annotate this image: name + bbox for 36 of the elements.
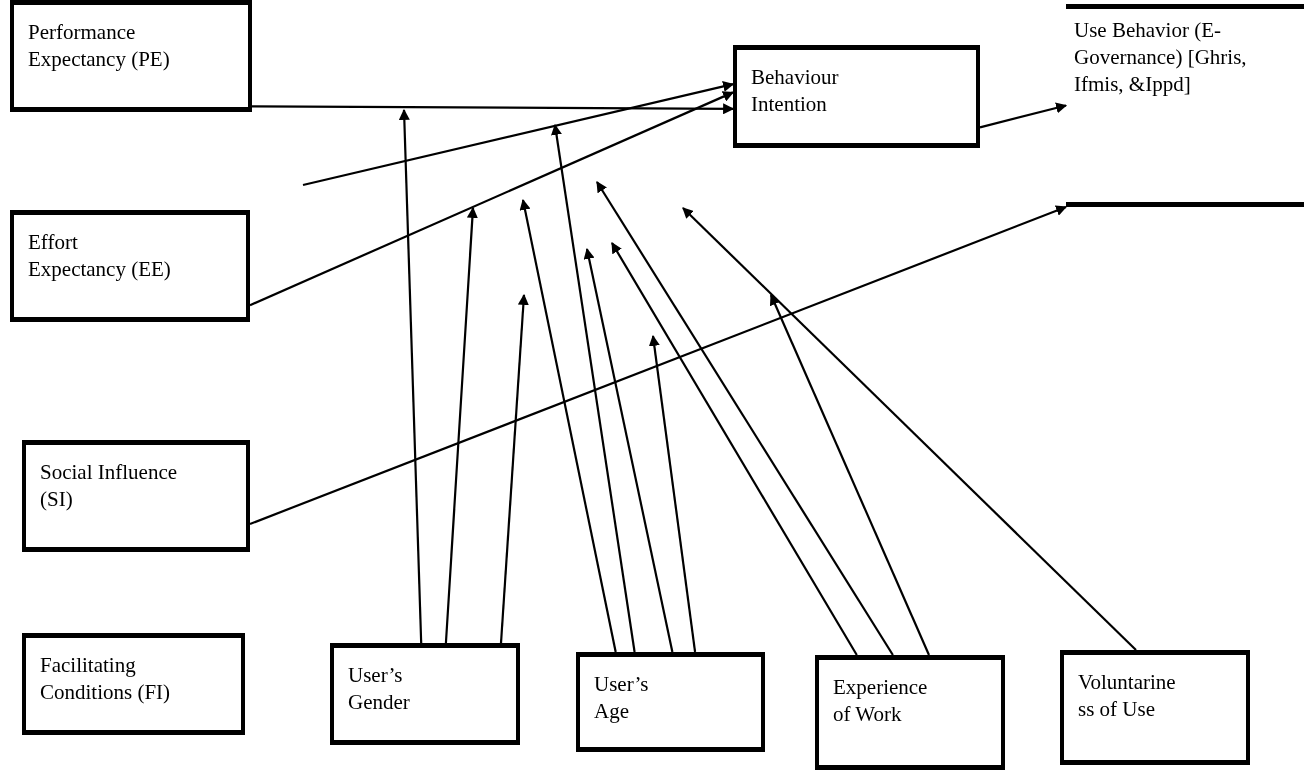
- arrow: [979, 102, 1068, 129]
- construct-label: Behaviour Intention: [751, 64, 840, 118]
- construct-label: Effort Expectancy (EE): [28, 229, 172, 283]
- construct-label: User’s Gender: [348, 662, 411, 716]
- construct-box: [22, 440, 250, 552]
- arrow: [583, 247, 674, 653]
- construct-label: Social Influence (SI): [40, 459, 179, 513]
- arrow: [444, 206, 478, 644]
- construct-label: Facilitating Conditions (FI): [40, 652, 172, 706]
- arrow: [302, 81, 735, 187]
- construct-box: [10, 0, 252, 112]
- construct-box: [330, 643, 520, 745]
- construct-box: [1066, 4, 1304, 207]
- arrow: [252, 103, 735, 115]
- construct-label: Voluntarine ss of Use: [1078, 669, 1177, 723]
- construct-label: Performance Expectancy (PE): [28, 19, 171, 73]
- construct-box: [10, 210, 250, 322]
- arrow: [648, 334, 697, 653]
- arrow: [682, 207, 1137, 651]
- arrow: [551, 123, 636, 653]
- arrow: [499, 293, 529, 644]
- construct-label: Experience of Work: [833, 674, 929, 728]
- arrow: [249, 205, 1068, 526]
- arrow: [519, 198, 617, 653]
- construct-box: [22, 633, 245, 735]
- arrow: [398, 108, 423, 644]
- arrow: [611, 242, 858, 656]
- construct-box: [815, 655, 1005, 770]
- construct-box: [576, 652, 765, 752]
- construct-label: User’s Age: [594, 671, 650, 725]
- arrow: [249, 91, 734, 307]
- arrow: [596, 181, 894, 656]
- construct-box: [733, 45, 980, 148]
- construct-label: Use Behavior (E-Governance) [Ghris, Ifmis, &Ippd]: [1074, 17, 1248, 98]
- construct-box: [1060, 650, 1250, 765]
- arrow: [769, 294, 930, 656]
